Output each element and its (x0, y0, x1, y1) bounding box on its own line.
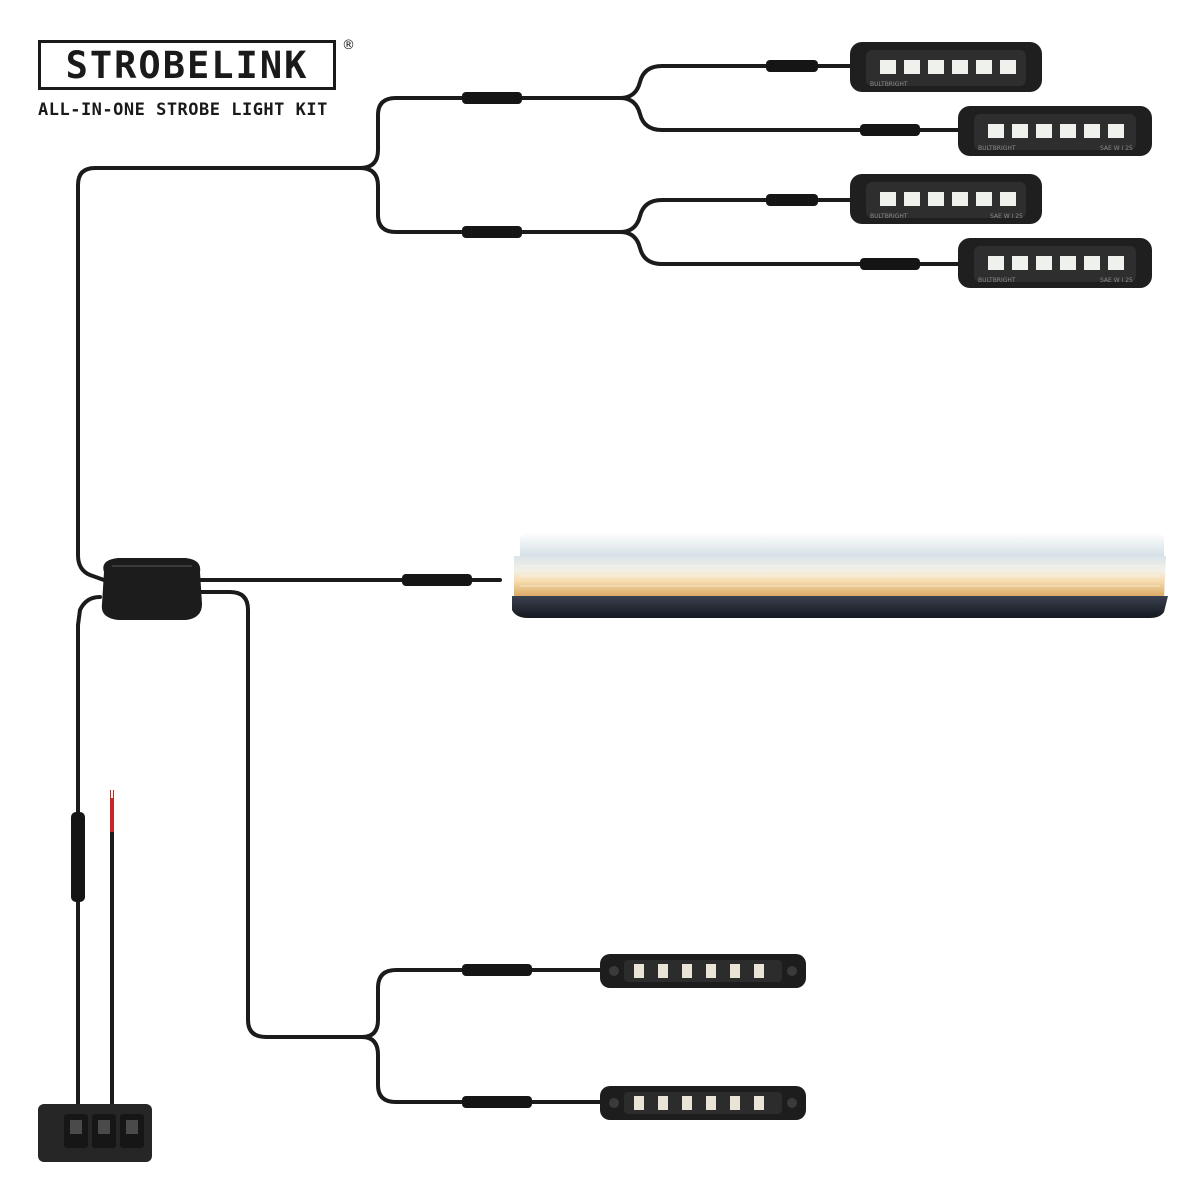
pod-branch-cable-2 (618, 96, 964, 132)
controller-module (101, 558, 202, 620)
strobe-light-2 (600, 1086, 806, 1120)
light-bar (512, 532, 1168, 618)
pod-light-1: BULTBRIGHT (850, 42, 1042, 92)
connectors (71, 60, 920, 1108)
switch-cable (76, 595, 102, 1112)
pod-marking: BULTBRIGHT (870, 213, 908, 220)
connector (462, 226, 522, 238)
connector (462, 1096, 532, 1108)
connector (462, 964, 532, 976)
pod-marking: BULTBRIGHT (978, 277, 1016, 284)
logo-wordmark: STROBELINK (65, 43, 309, 87)
pod-marking: BULTBRIGHT (978, 145, 1016, 152)
pod-sae-marking: SAE W I 25 (990, 213, 1023, 220)
power-wire-stripe (111, 790, 113, 798)
connector (462, 92, 522, 104)
strobe-branch-cable-2 (360, 1035, 606, 1104)
switch-panel (38, 1104, 152, 1162)
pod-branch-cable-4 (618, 230, 964, 266)
main-trunk-cable (76, 64, 854, 582)
pod-light-2: BULTBRIGHT SAE W I 25 (958, 106, 1152, 156)
strobe-branch-cable (198, 590, 606, 1039)
pod-light-3: BULTBRIGHT SAE W I 25 (850, 174, 1042, 224)
registered-mark: ® (342, 38, 355, 53)
connector (766, 194, 818, 206)
strobe-light-1 (600, 954, 806, 988)
connector (402, 574, 472, 586)
pod-sae-marking: SAE W I 25 (1100, 277, 1133, 284)
connector (71, 812, 85, 902)
tagline: ALL-IN-ONE STROBE LIGHT KIT (38, 100, 328, 120)
pod-light-4: BULTBRIGHT SAE W I 25 (958, 238, 1152, 288)
connector (860, 124, 920, 136)
pod-marking: BULTBRIGHT (870, 81, 908, 88)
pod-sae-marking: SAE W I 25 (1100, 145, 1133, 152)
connector (860, 258, 920, 270)
logo-box: STROBELINK (38, 40, 336, 90)
connector (766, 60, 818, 72)
power-wire-tip (110, 790, 114, 832)
